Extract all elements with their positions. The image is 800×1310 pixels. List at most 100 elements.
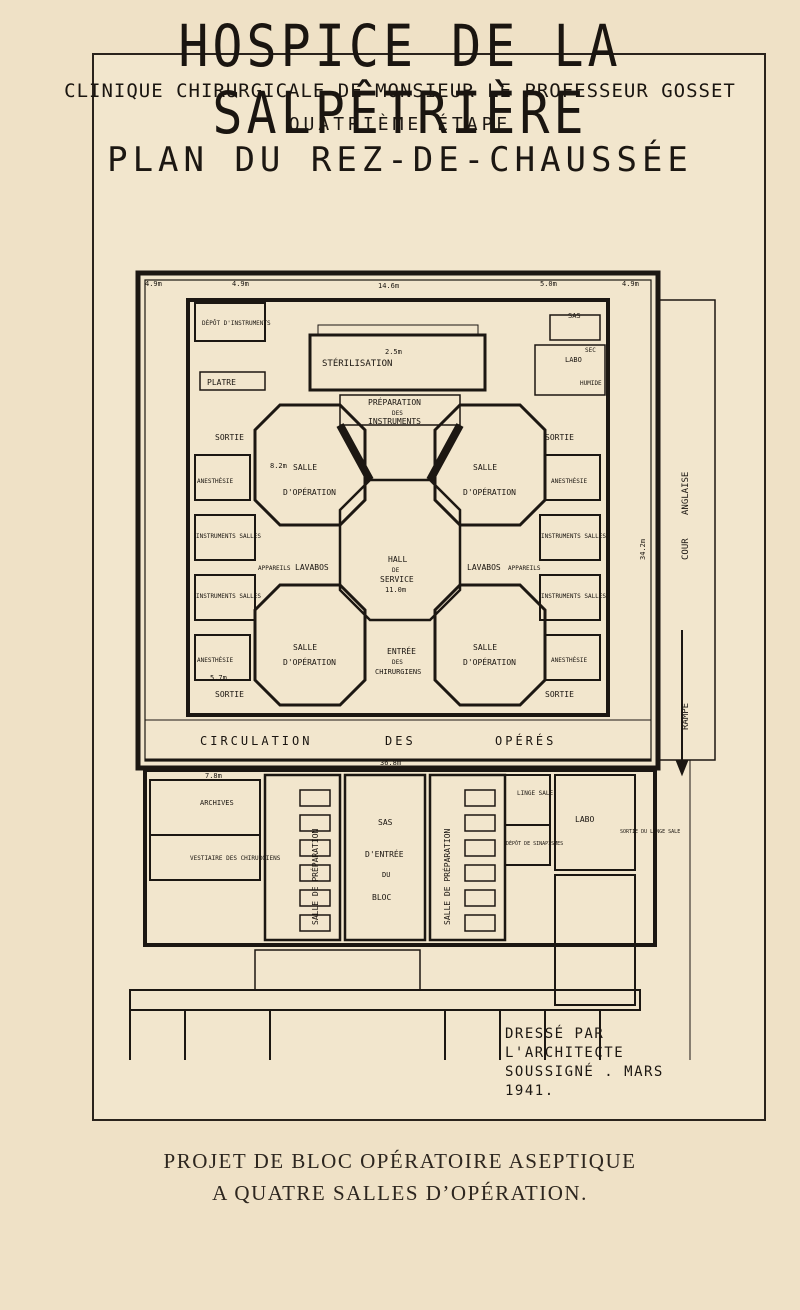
anesthesia-room-se: [544, 634, 601, 681]
anesthesia-room-nw: [194, 454, 251, 501]
english-court: [660, 299, 716, 761]
label-appareils-e: APPAREILS: [508, 565, 541, 572]
instruments-room-se: [539, 574, 601, 621]
label-salle-preparation-right: SALLE DE PRÉPARATION: [441, 828, 452, 925]
label-rampe: RAMPE: [681, 703, 691, 730]
label-sas: SAS: [378, 818, 393, 827]
dim-anesthesia: 5.7m: [210, 674, 227, 682]
label-operation-sw: D'OPÉRATION: [283, 656, 336, 667]
label-humide: HUMIDE: [580, 380, 602, 387]
label-hall-de: DE: [392, 567, 400, 574]
label-instruments: INSTRUMENTS: [368, 417, 421, 426]
label-salle-ne: SALLE: [473, 463, 497, 472]
dim-top-2: 4.9m: [232, 280, 249, 288]
label-circulation: CIRCULATION: [200, 734, 312, 748]
label-d-entree: D'ENTRÉE: [365, 848, 404, 859]
signature-line-2: SOUSSIGNÉ . MARS 1941.: [505, 1064, 664, 1099]
surgeons-locker-room: [149, 834, 261, 881]
instruments-room-ne: [539, 514, 601, 561]
label-lavabos-e: LAVABOS: [467, 563, 501, 572]
signature-line-1: DRESSÉ PAR L'ARCHITECTE: [505, 1026, 625, 1061]
dim-room-width: 8.2m: [270, 462, 287, 470]
dirty-linen-room: [504, 774, 551, 826]
preparation-walls: [336, 423, 464, 482]
ramp-arrow: [675, 630, 689, 777]
label-operation-se: D'OPÉRATION: [463, 656, 516, 667]
label-chirurgiens: CHIRURGIENS: [375, 668, 421, 676]
lower-corridor: [129, 989, 641, 1011]
label-anesthesie-sw: ANESTHÉSIE: [197, 656, 234, 664]
label-labo: LABO: [575, 815, 594, 824]
plate-caption: PROJET DE BLOC OPÉRATOIRE ASEPTIQUE A QU…: [0, 1145, 800, 1209]
sas-room: [549, 314, 601, 341]
label-cour: COUR: [681, 538, 691, 560]
dim-top-center: 14.6m: [378, 282, 399, 290]
label-sas-top: SAS: [568, 312, 581, 320]
label-instruments-salles-se: INSTRUMENTS SALLES: [541, 593, 606, 600]
stage-label: QUATRIÈME ÉTAPE: [288, 114, 512, 135]
label-salle-sw: SALLE: [293, 643, 317, 652]
label-du: DU: [382, 871, 390, 879]
entrance-sas: [343, 773, 427, 942]
label-instruments-salles-sw: INSTRUMENTS SALLES: [196, 593, 261, 600]
dim-bottom-width: 36.8m: [380, 759, 401, 767]
label-depot-sinapismes: DÉPÔT DE SINAPISMES: [506, 839, 563, 847]
dim-top-4: 5.0m: [540, 280, 557, 288]
dim-hall: 11.0m: [385, 586, 406, 594]
dim-sterilisation: 2.5m: [385, 348, 402, 356]
label-sterilisation: STÉRILISATION: [322, 357, 392, 369]
label-linge-sale: LINGE SALE: [517, 790, 554, 797]
label-instruments-salles-nw: INSTRUMENTS SALLES: [196, 533, 261, 540]
anesthesia-room-ne: [544, 454, 601, 501]
label-archives: ARCHIVES: [200, 799, 234, 807]
lab-room-lower: [554, 774, 636, 871]
dim-top-right: 4.9m: [622, 280, 639, 288]
page-title: HOSPICE DE LA SALPÊTRIÈRE: [178, 13, 622, 147]
instruments-room-sw: [194, 574, 256, 621]
label-appareils-w: APPAREILS: [258, 565, 291, 572]
label-vestiaire: VESTIAIRE DES CHIRURGIENS: [190, 855, 281, 862]
caption-line-2: A QUATRE SALLES D’OPÉRATION.: [212, 1181, 588, 1205]
label-platre: PLATRE: [207, 378, 236, 387]
operating-block-wall: [186, 298, 610, 717]
sterilisation-shelving: [317, 324, 479, 336]
instruments-room-nw: [194, 514, 256, 561]
label-instruments-salles-ne: INSTRUMENTS SALLES: [541, 533, 606, 540]
label-preparation: PRÉPARATION: [368, 396, 421, 407]
label-operes: OPÉRÉS: [495, 733, 556, 748]
label-sortie-linge: SORTIE DU LINGE SALE: [620, 829, 680, 835]
operating-room-sw: [253, 583, 367, 707]
label-sec: SEC: [585, 347, 596, 354]
label-salle-preparation-left: SALLE DE PRÉPARATION: [309, 828, 320, 925]
anesthesia-room-sw: [194, 634, 251, 681]
label-lavabos-w: LAVABOS: [295, 563, 329, 572]
dressing-depot-room: [504, 824, 551, 866]
label-preparation-des: DES: [392, 410, 403, 417]
label-service: SERVICE: [380, 575, 414, 584]
label-anglaise: ANGLAISE: [681, 472, 691, 515]
plan-title: PLAN DU REZ-DE-CHAUSSÉE: [107, 140, 693, 180]
dim-top-left: 4.9m: [145, 280, 162, 288]
label-entree-des: DES: [392, 659, 403, 666]
label-circulation-des: DES: [385, 734, 416, 748]
label-anesthesie-ne: ANESTHÉSIE: [551, 477, 588, 485]
label-salle-nw: SALLE: [293, 463, 317, 472]
label-hall: HALL: [388, 555, 407, 564]
label-operation-ne: D'OPÉRATION: [463, 486, 516, 497]
page-subtitle: CLINIQUE CHIRURGICALE DE MONSIEUR LE PRO…: [64, 80, 736, 102]
preparation-room-left: [263, 773, 342, 942]
label-labo-top: LABO: [565, 356, 582, 364]
label-sortie-ne: SORTIE: [545, 433, 574, 442]
label-anesthesie-nw: ANESTHÉSIE: [197, 477, 234, 485]
lab-room: [534, 344, 606, 396]
label-entree: ENTRÉE: [387, 645, 416, 656]
label-anesthesie-se: ANESTHÉSIE: [551, 656, 588, 664]
caption-line-1: PROJET DE BLOC OPÉRATOIRE ASEPTIQUE: [163, 1149, 637, 1173]
label-bloc: BLOC: [372, 893, 391, 902]
archives-room: [149, 779, 261, 836]
label-sortie-nw: SORTIE: [215, 433, 244, 442]
operating-room-nw: [253, 403, 367, 527]
dim-right-height: 34.2m: [639, 539, 647, 560]
label-operation-nw: D'OPÉRATION: [283, 486, 336, 497]
